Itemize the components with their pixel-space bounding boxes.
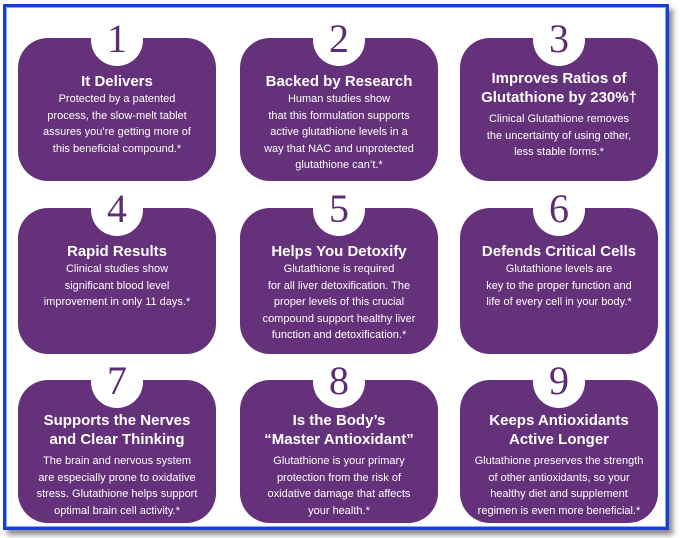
card-description: Glutathione is required for all liver de… [262,263,416,341]
number-badge: 9 [533,356,585,408]
card-description: Clinical Glutathione removes the uncerta… [486,113,632,158]
benefit-card-8: 8 Is the Body’s “Master Antioxidant” Glu… [240,356,438,523]
card-description: Human studies show that this formulation… [264,93,414,171]
card-description: Glutathione preserves the strength of ot… [474,455,644,517]
benefit-card-4: 4 Rapid Results Clinical studies show si… [18,184,216,354]
card-description: Clinical studies show significant blood … [43,263,191,308]
number-badge: 5 [313,184,365,236]
card-description: The brain and nervous system are especia… [36,455,198,517]
number-badge: 1 [91,14,143,66]
benefit-card-1: 1 It Delivers Protected by a patented pr… [18,14,216,181]
card-description: Glutathione is your primary protection f… [267,455,411,517]
card-title: Supports the Nerves and Clear Thinking [43,412,191,448]
benefit-card-9: 9 Keeps Antioxidants Active Longer Gluta… [460,356,658,523]
number-badge: 6 [533,184,585,236]
card-title: Rapid Results [66,243,168,260]
card-description: Protected by a patented process, the slo… [43,93,191,155]
benefit-card-5: 5 Helps You Detoxify Glutathione is requ… [240,184,438,354]
benefit-card-2: 2 Backed by Research Human studies show … [240,14,438,181]
card-title: Defends Critical Cells [481,243,637,260]
number-badge: 8 [313,356,365,408]
benefit-card-3: 3 Improves Ratios of Glutathione by 230%… [460,14,658,181]
number-badge: 4 [91,184,143,236]
benefit-card-7: 7 Supports the Nerves and Clear Thinking… [18,356,216,523]
number-badge: 3 [533,14,585,66]
card-description: Glutathione levels are key to the proper… [486,263,632,308]
card-title: Backed by Research [265,73,413,90]
benefit-card-6: 6 Defends Critical Cells Glutathione lev… [460,184,658,354]
card-title: Is the Body’s “Master Antioxidant” [264,412,414,448]
number-badge: 2 [313,14,365,66]
card-title: It Delivers [81,73,153,90]
number-badge: 7 [91,356,143,408]
card-title: Keeps Antioxidants Active Longer [489,412,629,448]
card-title: Improves Ratios of Glutathione by 230%† [481,70,637,106]
card-title: Helps You Detoxify [271,243,407,260]
